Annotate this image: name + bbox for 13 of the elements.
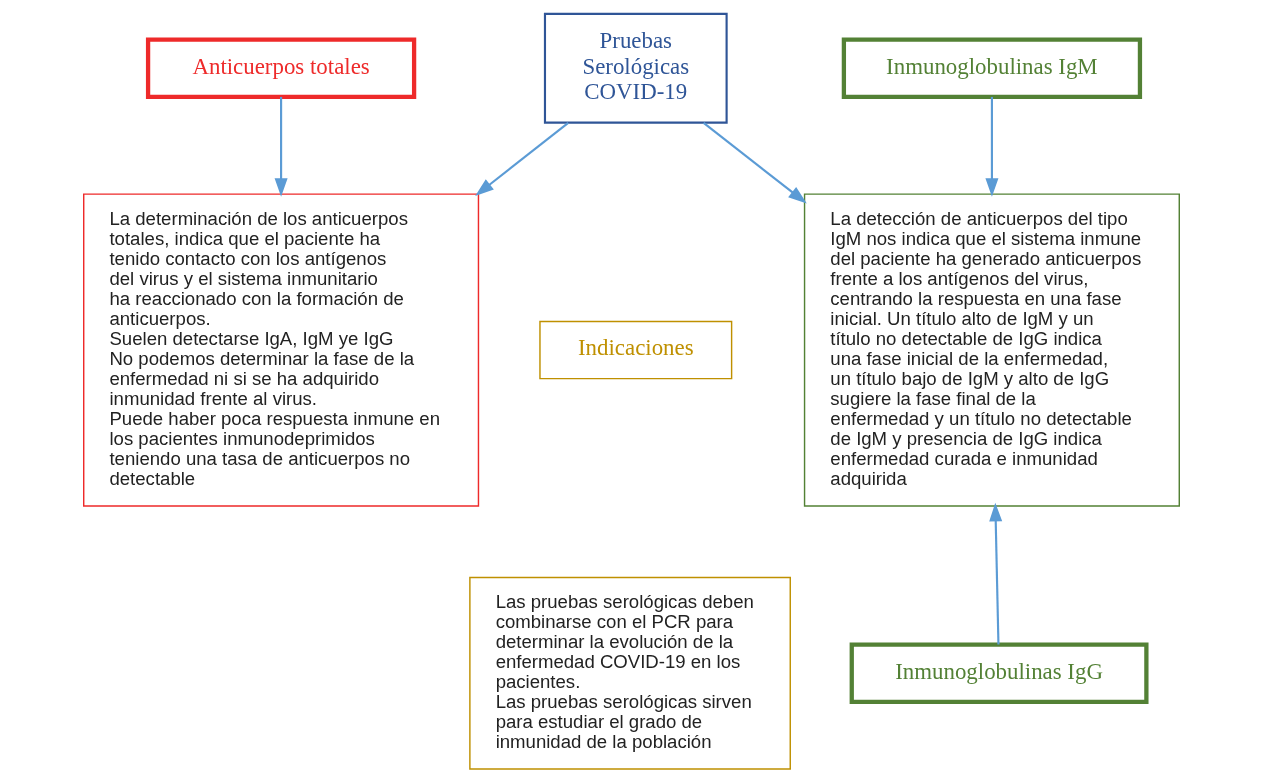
node-box: Pruebas Serológicas COVID-19	[543, 12, 728, 124]
node-box: Las pruebas serológicas deben combinarse con el PCR para determinar la evolución de la enfermedad COVID-19 en los pacientes. Las pruebas serológicas sirven para estudiar el grado de inmunidad de la población	[469, 576, 791, 770]
node-box: Anticuerpos totales	[145, 37, 417, 99]
node-box: La determinación de los anticuerpos totales, indica que el paciente ha tenido contacto con los antígenos del virus y el sistema inmunitario ha reaccionado con la formación de anticuerpos. Suelen detectarse IgA, IgM ye IgG No podemos determinar la fase de la enfermedad ni si se ha adquirido inmunidad frente al virus. Puede haber poca respuesta inmune en los pacientes inmunodeprimidos teniendo una tasa de anticuerpos no detectable	[83, 193, 480, 507]
arrow	[475, 121, 569, 196]
node-box: La detección de anticuerpos del tipo IgM nos indica que el sistema inmune del paciente ha generado anticuerpos frente a los antígenos del virus, centrando la respuesta en una fase inicial. Un título alto de IgM y un título no detectable de IgG indica una fase inicial de la enfermedad, un título bajo de IgM y alto de IgG sugiere la fase final de la enfermedad y un título no detectable de IgM y presencia de IgG indica enfermedad curada e inmunidad adquirida	[803, 193, 1180, 507]
arrow	[702, 121, 807, 204]
node-box: Inmunoglobulinas IgG	[849, 642, 1149, 704]
arrow	[274, 96, 288, 197]
arrow	[989, 502, 1003, 645]
node-box: Inmunoglobulinas IgM	[841, 37, 1143, 99]
node-box: Indicaciones	[539, 320, 733, 380]
arrow	[985, 96, 999, 197]
